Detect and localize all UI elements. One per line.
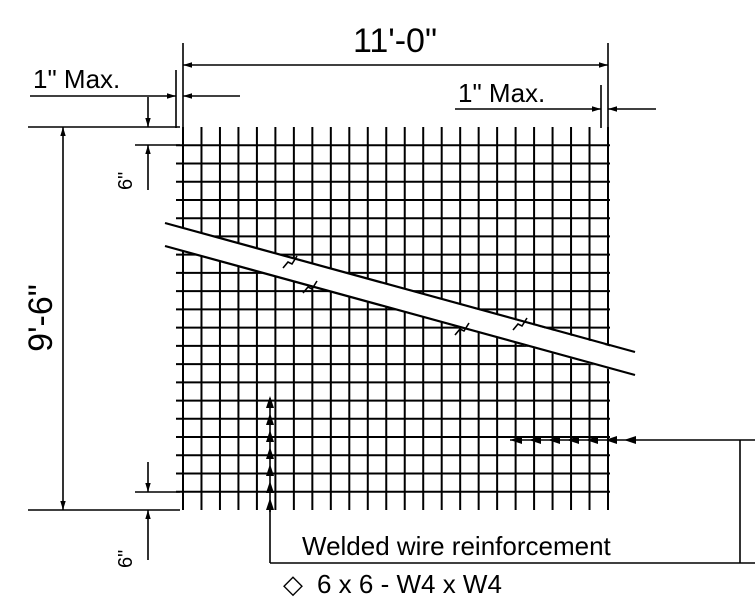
top-spacing-dimension: 6" [115,97,180,190]
wire-spec-label: 6 x 6 - W4 x W4 [317,569,502,599]
bottom-spacing-dimension: 6" [115,462,180,568]
horizontal-wire-indicator [510,436,755,444]
right-end-dimension: 1" Max. [455,78,656,128]
left-end-dimension: 1" Max. [30,64,240,128]
width-dimension: 11'-0" [182,22,609,140]
height-dimension: 9'-6" [22,126,180,511]
wire-mesh-grid [176,127,610,510]
diamond-symbol: ◇ [283,569,303,599]
top-spacing-label: 6" [115,172,137,190]
break-band [164,221,636,377]
callout-label: Welded wire reinforcement [302,531,612,561]
callout-leader [269,440,755,564]
overall-width-label: 11'-0" [353,22,437,60]
overall-height-label: 9'-6" [22,284,60,352]
left-max-label: 1" Max. [33,64,120,94]
vertical-wire-indicator [266,396,274,512]
bottom-spacing-label: 6" [115,550,137,568]
right-max-label: 1" Max. [458,78,545,108]
